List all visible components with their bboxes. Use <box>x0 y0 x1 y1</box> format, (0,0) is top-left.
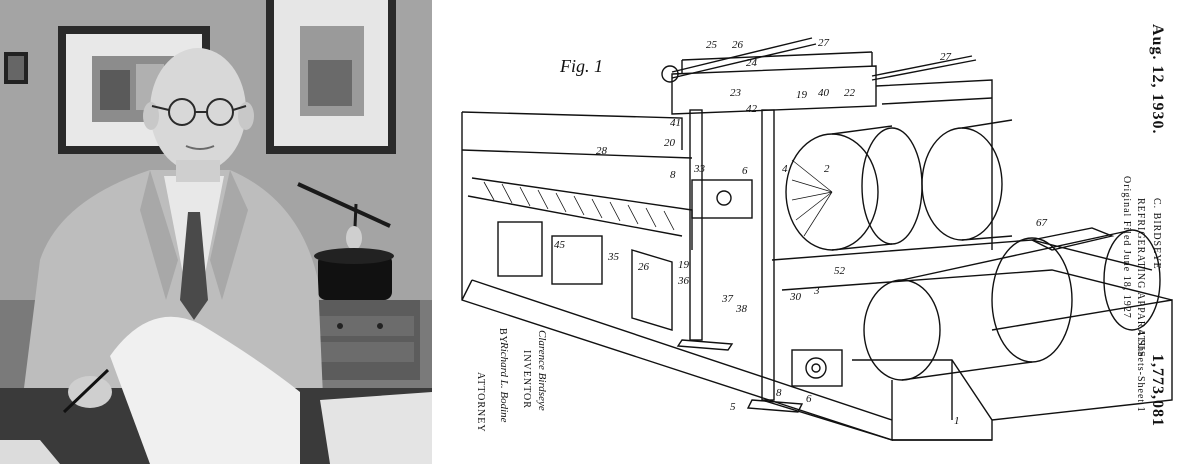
ref-6a: 6 <box>742 165 748 177</box>
ref-24: 24 <box>746 57 758 69</box>
ref-52: 52 <box>834 265 846 277</box>
inventor-signature: Clarence Birdseye <box>536 330 548 411</box>
ref-3: 3 <box>813 285 820 297</box>
ref-26b: 26 <box>638 261 650 273</box>
ref-26: 26 <box>732 39 744 51</box>
ref-37: 37 <box>721 293 734 305</box>
inventor-caption: INVENTOR <box>521 350 532 409</box>
ref-28: 28 <box>596 145 608 157</box>
ref-42: 42 <box>746 103 758 115</box>
ref-1: 1 <box>954 415 960 427</box>
ref-20: 20 <box>664 137 676 149</box>
ref-8a: 8 <box>670 169 676 181</box>
ref-5: 5 <box>730 401 736 413</box>
ref-38: 38 <box>735 303 748 315</box>
ref-2: 2 <box>824 163 830 175</box>
ref-27a: 27 <box>818 37 830 49</box>
ref-19b: 19 <box>678 259 690 271</box>
ref-35: 35 <box>607 251 620 263</box>
patent-machine-illustration: 25 26 27 27 24 23 19 40 22 41 42 20 28 3… <box>461 37 1173 441</box>
ref-22: 22 <box>844 87 856 99</box>
figure-label: Fig. 1 <box>560 56 603 76</box>
ref-40: 40 <box>818 87 830 99</box>
patent-sheets: 4 Sheets-Sheet 1 <box>1135 330 1146 413</box>
patent-inventor-name: C. BIRDSEYE <box>1151 198 1162 270</box>
ref-8b: 8 <box>776 387 782 399</box>
ref-25: 25 <box>706 39 718 51</box>
attorney-caption: ATTORNEY <box>475 372 486 433</box>
ref-36: 36 <box>677 275 690 287</box>
ref-23a: 23 <box>730 87 742 99</box>
ref-45: 45 <box>554 239 566 251</box>
portrait-photo <box>0 0 432 464</box>
portrait-illustration <box>0 0 432 464</box>
ref-41: 41 <box>670 117 681 129</box>
ref-4: 4 <box>782 163 788 175</box>
ref-27b: 27 <box>940 51 952 63</box>
patent-date: Aug. 12, 1930. <box>1149 24 1166 135</box>
attorney-signature: Richard L. Bodine <box>498 342 510 423</box>
patent-drawing: 25 26 27 27 24 23 19 40 22 41 42 20 28 3… <box>432 0 1200 464</box>
ref-19a: 19 <box>796 89 808 101</box>
ref-6b: 6 <box>806 393 812 405</box>
ref-67: 67 <box>1036 217 1048 229</box>
ref-30: 30 <box>789 291 802 303</box>
patent-number: 1,773,081 <box>1149 354 1166 427</box>
ref-33: 33 <box>693 163 706 175</box>
patent-filed: Original Filed June 18, 1927 <box>1121 176 1132 319</box>
